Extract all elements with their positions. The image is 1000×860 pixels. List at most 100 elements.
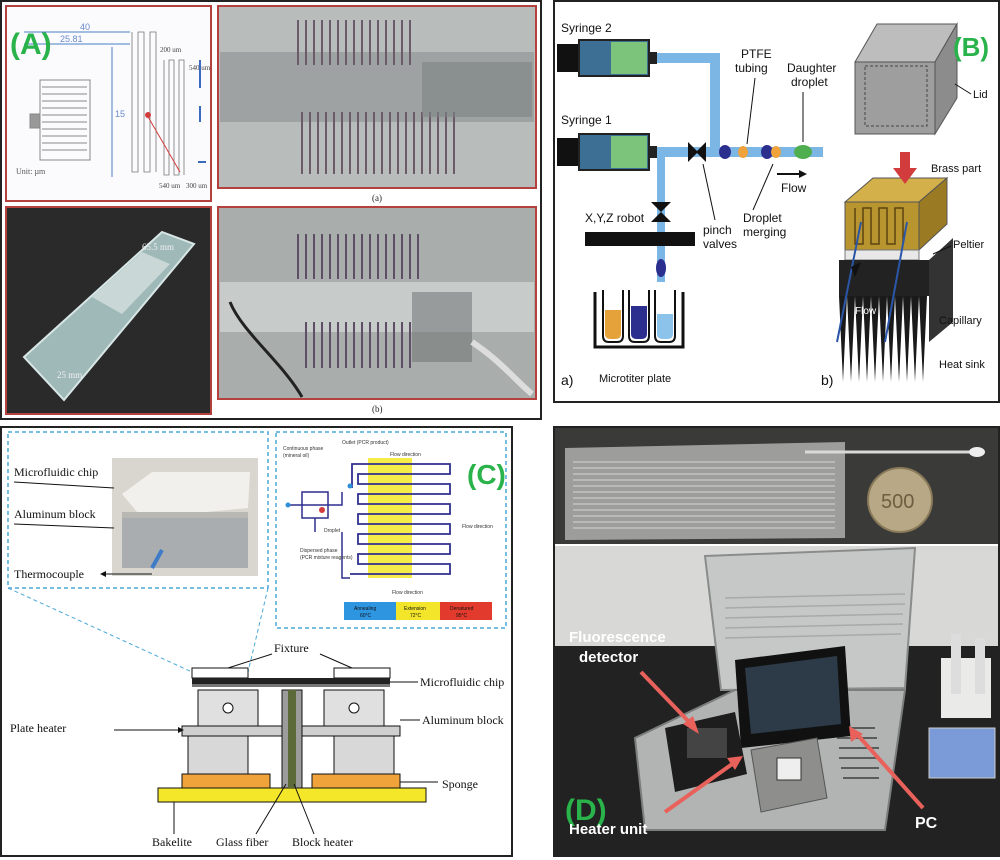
chip-block-photo [112, 458, 258, 576]
syringe-1-label: Syringe 1 [561, 113, 612, 127]
droplet [738, 146, 748, 158]
panel-b-graphic: Syringe 2 Syringe 1 X,Y,Z robot Microtit… [557, 21, 989, 388]
merging-label-1: Droplet [743, 211, 782, 225]
inlet-port [285, 502, 291, 508]
chip-area [92, 252, 170, 314]
photo-shade [412, 292, 472, 362]
fluorescence-label: Fluorescence [569, 629, 666, 646]
glass-chip [565, 442, 845, 540]
bakelite-label: Bakelite [152, 835, 192, 849]
al-block-label-2: Aluminum block [422, 713, 504, 727]
cross-section [157, 667, 427, 803]
tip-rack [928, 727, 996, 779]
plate-label: Microtiter plate [599, 373, 671, 385]
pipette [951, 634, 961, 694]
droplet [319, 507, 325, 513]
subfig-b-label: b) [821, 372, 833, 388]
panel-a-graphic: 40 25.81 15 Unit: µm 200 um 540 um 540 u… [5, 5, 537, 415]
dim-15: 15 [115, 109, 125, 119]
flow-direction-right: Flow direction [462, 524, 493, 530]
leader-line [146, 114, 181, 173]
denature-bar [440, 602, 492, 620]
serpentine-outline [29, 79, 91, 161]
plate-heater-label: Plate heater [10, 721, 66, 735]
xyz-robot-arm [585, 232, 695, 246]
leader-line [13, 481, 115, 489]
glass-fiber-label: Glass fiber [216, 835, 268, 849]
pc-screen [745, 656, 841, 734]
syringe-2-label: Syringe 2 [561, 21, 612, 35]
pc-label: PC [915, 815, 938, 832]
denature-label: Denatured [450, 606, 474, 612]
tubing [228, 301, 304, 398]
slide-length-label: 65.5 mm [142, 242, 174, 252]
leader-line [746, 77, 756, 145]
pinch-label: pinch [703, 223, 732, 237]
chip-label-2: Microfluidic chip [420, 675, 504, 689]
dim-2581: 25.81 [60, 34, 83, 44]
panel-b: Syringe 2 Syringe 1 X,Y,Z robot Microtit… [553, 0, 1000, 403]
capillary-tip [969, 447, 985, 457]
leader-line [227, 653, 273, 669]
extension-zone [368, 458, 412, 578]
block-heater-label: Block heater [292, 835, 353, 849]
pinch-valve-icon [688, 142, 698, 162]
case-lid [703, 546, 917, 692]
lid-label: Lid [973, 89, 988, 101]
outlet-port [347, 483, 353, 489]
extension-bar [396, 602, 440, 620]
subfig-a-label: a) [561, 372, 573, 388]
extension-temp: 72°C [410, 613, 422, 619]
chip-label: Microfluidic chip [14, 465, 98, 479]
droplet-label: droplet [791, 75, 828, 89]
pc-pointer-head [849, 726, 863, 742]
channel-detail [131, 31, 185, 176]
serpentine-channels-b [297, 234, 419, 368]
flow-arrow-head [851, 262, 861, 277]
serpentine-channel [350, 463, 451, 575]
flow-label: Flow [781, 181, 807, 195]
syringe-1 [557, 133, 657, 171]
tubing-label: tubing [735, 61, 768, 75]
photo-shade [422, 62, 532, 117]
caption-a: (a) [372, 193, 382, 203]
case-ridges [724, 593, 906, 639]
chip-grooves [573, 461, 835, 529]
pinch-valve-icon [651, 202, 671, 212]
flow-direction-bottom: Flow direction [392, 590, 423, 596]
robot-label: X,Y,Z robot [585, 211, 645, 225]
pinch-valve-icon [651, 212, 671, 222]
tubing [470, 339, 534, 397]
panel-b-letter: (B) [953, 32, 989, 62]
heater-pointer-head [727, 756, 743, 770]
leader-line [13, 523, 115, 529]
lid-box [854, 22, 958, 136]
capillary-tube [884, 221, 908, 343]
dim-540um-b: 540 um [159, 182, 181, 190]
daughter-label: Daughter [787, 61, 836, 75]
brass-label: Brass part [931, 163, 981, 175]
droplet [761, 145, 773, 159]
dim-arrows [198, 60, 206, 163]
pc-pointer [853, 730, 925, 810]
droplet-label: Droplet [324, 528, 341, 534]
leader-line [702, 163, 716, 221]
droplet [656, 259, 666, 277]
microtiter-plate [593, 290, 685, 349]
capillary-label: Capillary [939, 315, 982, 327]
serpentine-channels-a [297, 20, 455, 174]
pipette [975, 638, 985, 694]
continuous-phase-label: Continuous phase [283, 446, 324, 452]
extension-label: Extension [404, 606, 426, 612]
ptfe-label: PTFE [741, 47, 772, 61]
panel-c: Microfluidic chip Aluminum block Thermoc… [0, 426, 513, 857]
caption-b: (b) [372, 404, 383, 414]
coin-value: 500 [881, 491, 914, 513]
panel-c-graphic: Microfluidic chip Aluminum block Thermoc… [7, 431, 507, 849]
heat-arrow-head [893, 168, 917, 184]
dispersed-phase-sub: (PCR mixture reagents) [300, 555, 353, 561]
detector-optics [687, 728, 727, 758]
annealing-bar [344, 602, 396, 620]
panel-c-letter: (C) [467, 459, 506, 490]
valves-label: valves [703, 237, 737, 251]
